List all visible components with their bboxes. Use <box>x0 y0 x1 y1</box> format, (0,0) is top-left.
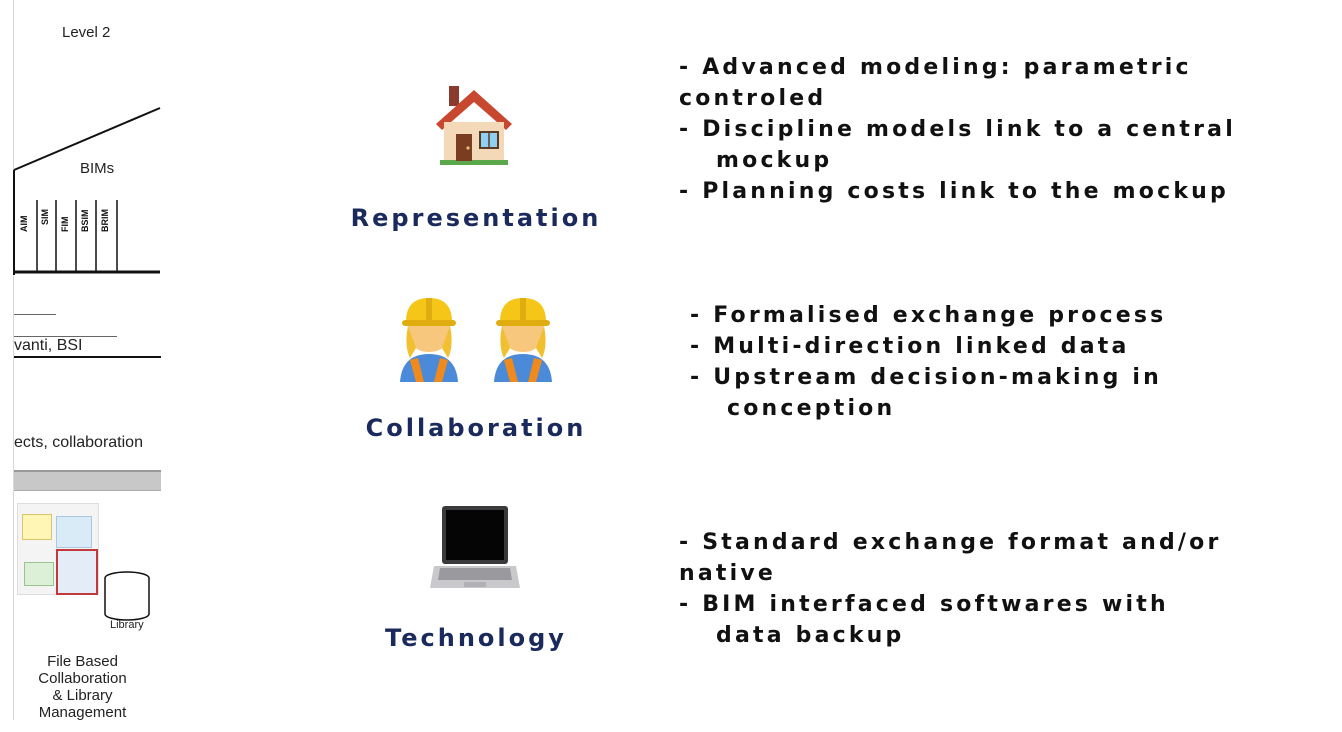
diagram-caption: File Based Collaboration & Library Manag… <box>20 653 145 721</box>
list-item: native <box>679 561 777 586</box>
model-label-sim: SIM <box>40 208 50 225</box>
model-label-aim: AIM <box>19 215 29 233</box>
technology-list: - Standard exchange format and/or native… <box>679 527 1222 651</box>
list-item: - Discipline models link to a central <box>679 117 1236 142</box>
list-item: - Advanced modeling: parametric <box>679 55 1192 80</box>
construction-worker-icon <box>400 298 458 382</box>
section-title-technology: Technology <box>385 624 567 652</box>
collaboration-list: - Formalised exchange process - Multi-di… <box>690 300 1166 424</box>
house-icon <box>436 86 512 165</box>
list-item: mockup <box>716 148 833 173</box>
section-title-representation: Representation <box>350 204 602 232</box>
construction-worker-icon <box>494 298 552 382</box>
library-database-icon <box>104 571 150 621</box>
model-label-brim: BRIM <box>100 209 110 232</box>
representation-list: - Advanced modeling: parametric controle… <box>679 52 1236 207</box>
list-item: controled <box>679 86 827 111</box>
list-item: - Multi-direction linked data <box>690 334 1130 359</box>
divider-line <box>14 336 117 337</box>
list-item: data backup <box>716 623 905 648</box>
laptop-icon <box>430 506 520 588</box>
library-label: Library <box>110 619 144 631</box>
list-item: - Planning costs link to the mockup <box>679 179 1229 204</box>
bim-diagram-shape <box>13 107 161 275</box>
caption-line: File Based <box>47 653 118 670</box>
grey-band <box>14 470 161 491</box>
list-item: - BIM interfaced softwares with <box>679 592 1169 617</box>
divider-line <box>14 314 56 315</box>
list-item: - Standard exchange format and/or <box>679 530 1222 555</box>
caption-line: Management <box>38 704 127 721</box>
list-item: - Upstream decision-making in <box>690 365 1163 390</box>
bims-label: BIMs <box>80 160 115 177</box>
caption-line: Collaboration <box>38 670 127 687</box>
model-label-bsim: BSIM <box>80 209 90 233</box>
divider-line <box>14 356 161 358</box>
caption-line: & Library <box>52 687 113 704</box>
list-item: - Formalised exchange process <box>690 303 1167 328</box>
level-label: Level 2 <box>62 24 111 41</box>
image-left-edge <box>13 0 14 720</box>
model-label-fim: FIM <box>60 216 70 233</box>
selected-file-thumbnail <box>56 549 98 595</box>
section-title-collaboration: Collaboration <box>365 414 587 442</box>
partial-label-collaboration: ects, collaboration <box>14 434 143 451</box>
list-item: conception <box>727 396 896 421</box>
partial-label-standards: vanti, BSI <box>14 337 83 354</box>
